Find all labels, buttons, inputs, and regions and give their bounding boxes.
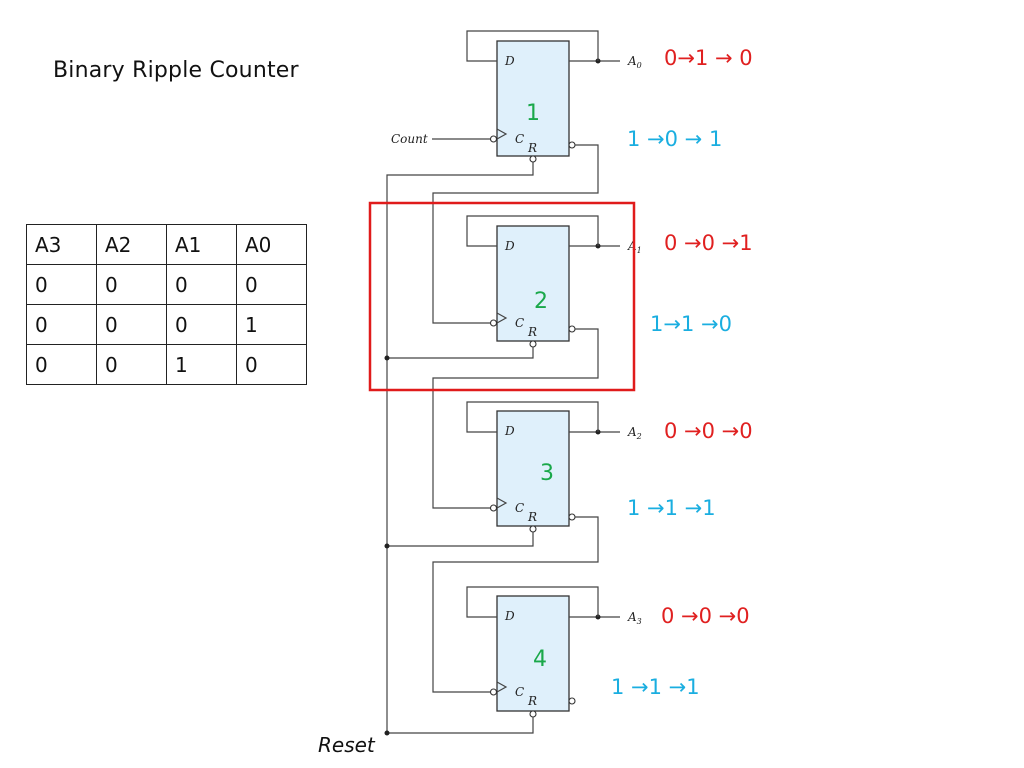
c-pin-label: C [515, 316, 524, 330]
output-label: A0 [627, 54, 642, 70]
output-label: A1 [627, 239, 642, 255]
feedback-wire [466, 215, 599, 247]
clock-triangle [496, 497, 508, 509]
flip-flop-4: D C R 4 A3 0 →0 →0 1 →1 →1 [384, 586, 750, 736]
table-cell: 0 [96, 344, 167, 385]
qbar-bubble [568, 325, 576, 333]
reset-branch [387, 532, 534, 547]
d-pin-label: D [504, 424, 515, 438]
qbar-sequence: 1 →1 →1 [627, 496, 716, 520]
truth-table: A3 A2 A1 A0 0 0 0 0 0 0 0 1 0 0 1 0 [26, 224, 307, 385]
flip-flop-4-box [496, 595, 570, 712]
q-sequence: 0→1 → 0 [664, 46, 753, 70]
output-label: A3 [627, 610, 642, 626]
table-row: 0 0 0 0 [26, 264, 307, 305]
flip-flop-number: 4 [533, 647, 547, 672]
ripple-wire-3-4 [432, 516, 599, 693]
qbar-sequence: 1→1 →0 [650, 312, 732, 336]
reset-label: Reset [318, 733, 376, 757]
q-sequence: 0 →0 →1 [664, 231, 753, 255]
ripple-wire-2-3 [432, 328, 599, 509]
feedback-wire [466, 586, 599, 618]
flip-flop-number: 1 [526, 101, 540, 126]
table-cell: 0 [96, 304, 167, 345]
header-a1: A1 [166, 224, 237, 265]
header-a3: A3 [26, 224, 97, 265]
junction-dot [384, 543, 390, 549]
r-pin-label: R [527, 694, 537, 708]
flip-flop-number: 3 [540, 461, 554, 486]
r-pin-label: R [527, 510, 537, 524]
c-pin-label: C [515, 501, 524, 515]
clock-triangle [496, 128, 508, 140]
junction-dot [384, 730, 390, 736]
reset-branch [387, 717, 534, 734]
flip-flop-1: D C R 1 A0 0→1 → 0 1 →0 → 1 [432, 30, 753, 324]
feedback-wire [466, 401, 599, 433]
d-pin-label: D [504, 239, 515, 253]
reset-bubble [529, 155, 537, 163]
table-cell: 0 [26, 344, 97, 385]
clock-bubble [489, 504, 498, 512]
table-cell: 0 [166, 304, 237, 345]
clock-bubble [489, 319, 498, 327]
table-cell: 0 [26, 264, 97, 305]
flip-flop-2-box [496, 225, 570, 342]
d-pin-label: D [504, 54, 515, 68]
ripple-wire-1-2 [432, 144, 599, 324]
output-label: A2 [627, 425, 642, 441]
d-pin-label: D [504, 609, 515, 623]
q-sequence: 0 →0 →0 [664, 419, 753, 443]
reset-bubble [529, 525, 537, 533]
c-pin-label: C [515, 685, 524, 699]
r-pin-label: R [527, 325, 537, 339]
qbar-bubble [568, 141, 576, 149]
clock-triangle [496, 312, 508, 324]
table-cell: 0 [236, 344, 307, 385]
table-cell: 0 [26, 304, 97, 345]
table-cell: 0 [236, 264, 307, 305]
c-pin-label: C [515, 132, 524, 146]
table-cell: 1 [166, 344, 237, 385]
reset-wire [386, 162, 534, 733]
count-label: Count [391, 132, 428, 146]
q-sequence: 0 →0 →0 [661, 604, 750, 628]
flip-flop-2: D C R 2 A1 0 →0 →1 1→1 →0 [384, 215, 753, 509]
table-cell: 1 [236, 304, 307, 345]
reset-bubble [529, 340, 537, 348]
junction-dot [384, 355, 390, 361]
header-a0: A0 [236, 224, 307, 265]
qbar-sequence: 1 →1 →1 [611, 675, 700, 699]
clock-bubble [489, 688, 498, 696]
reset-branch [387, 347, 534, 359]
page-title: Binary Ripple Counter [53, 58, 299, 83]
flip-flop-number: 2 [534, 289, 548, 314]
flip-flop-3: D C R 3 A2 0 →0 →0 1 →1 →1 [384, 401, 753, 693]
flip-flop-1-box [496, 40, 570, 157]
clock-triangle [496, 681, 508, 693]
qbar-bubble [568, 697, 576, 705]
highlight-box [368, 201, 636, 392]
reset-bubble [529, 710, 537, 718]
qbar-sequence: 1 →0 → 1 [627, 127, 722, 151]
table-row: 0 0 0 1 [26, 304, 307, 345]
feedback-wire [466, 30, 599, 62]
table-row: 0 0 1 0 [26, 344, 307, 385]
qbar-bubble [568, 513, 576, 521]
r-pin-label: R [527, 141, 537, 155]
clock-bubble [489, 135, 498, 143]
